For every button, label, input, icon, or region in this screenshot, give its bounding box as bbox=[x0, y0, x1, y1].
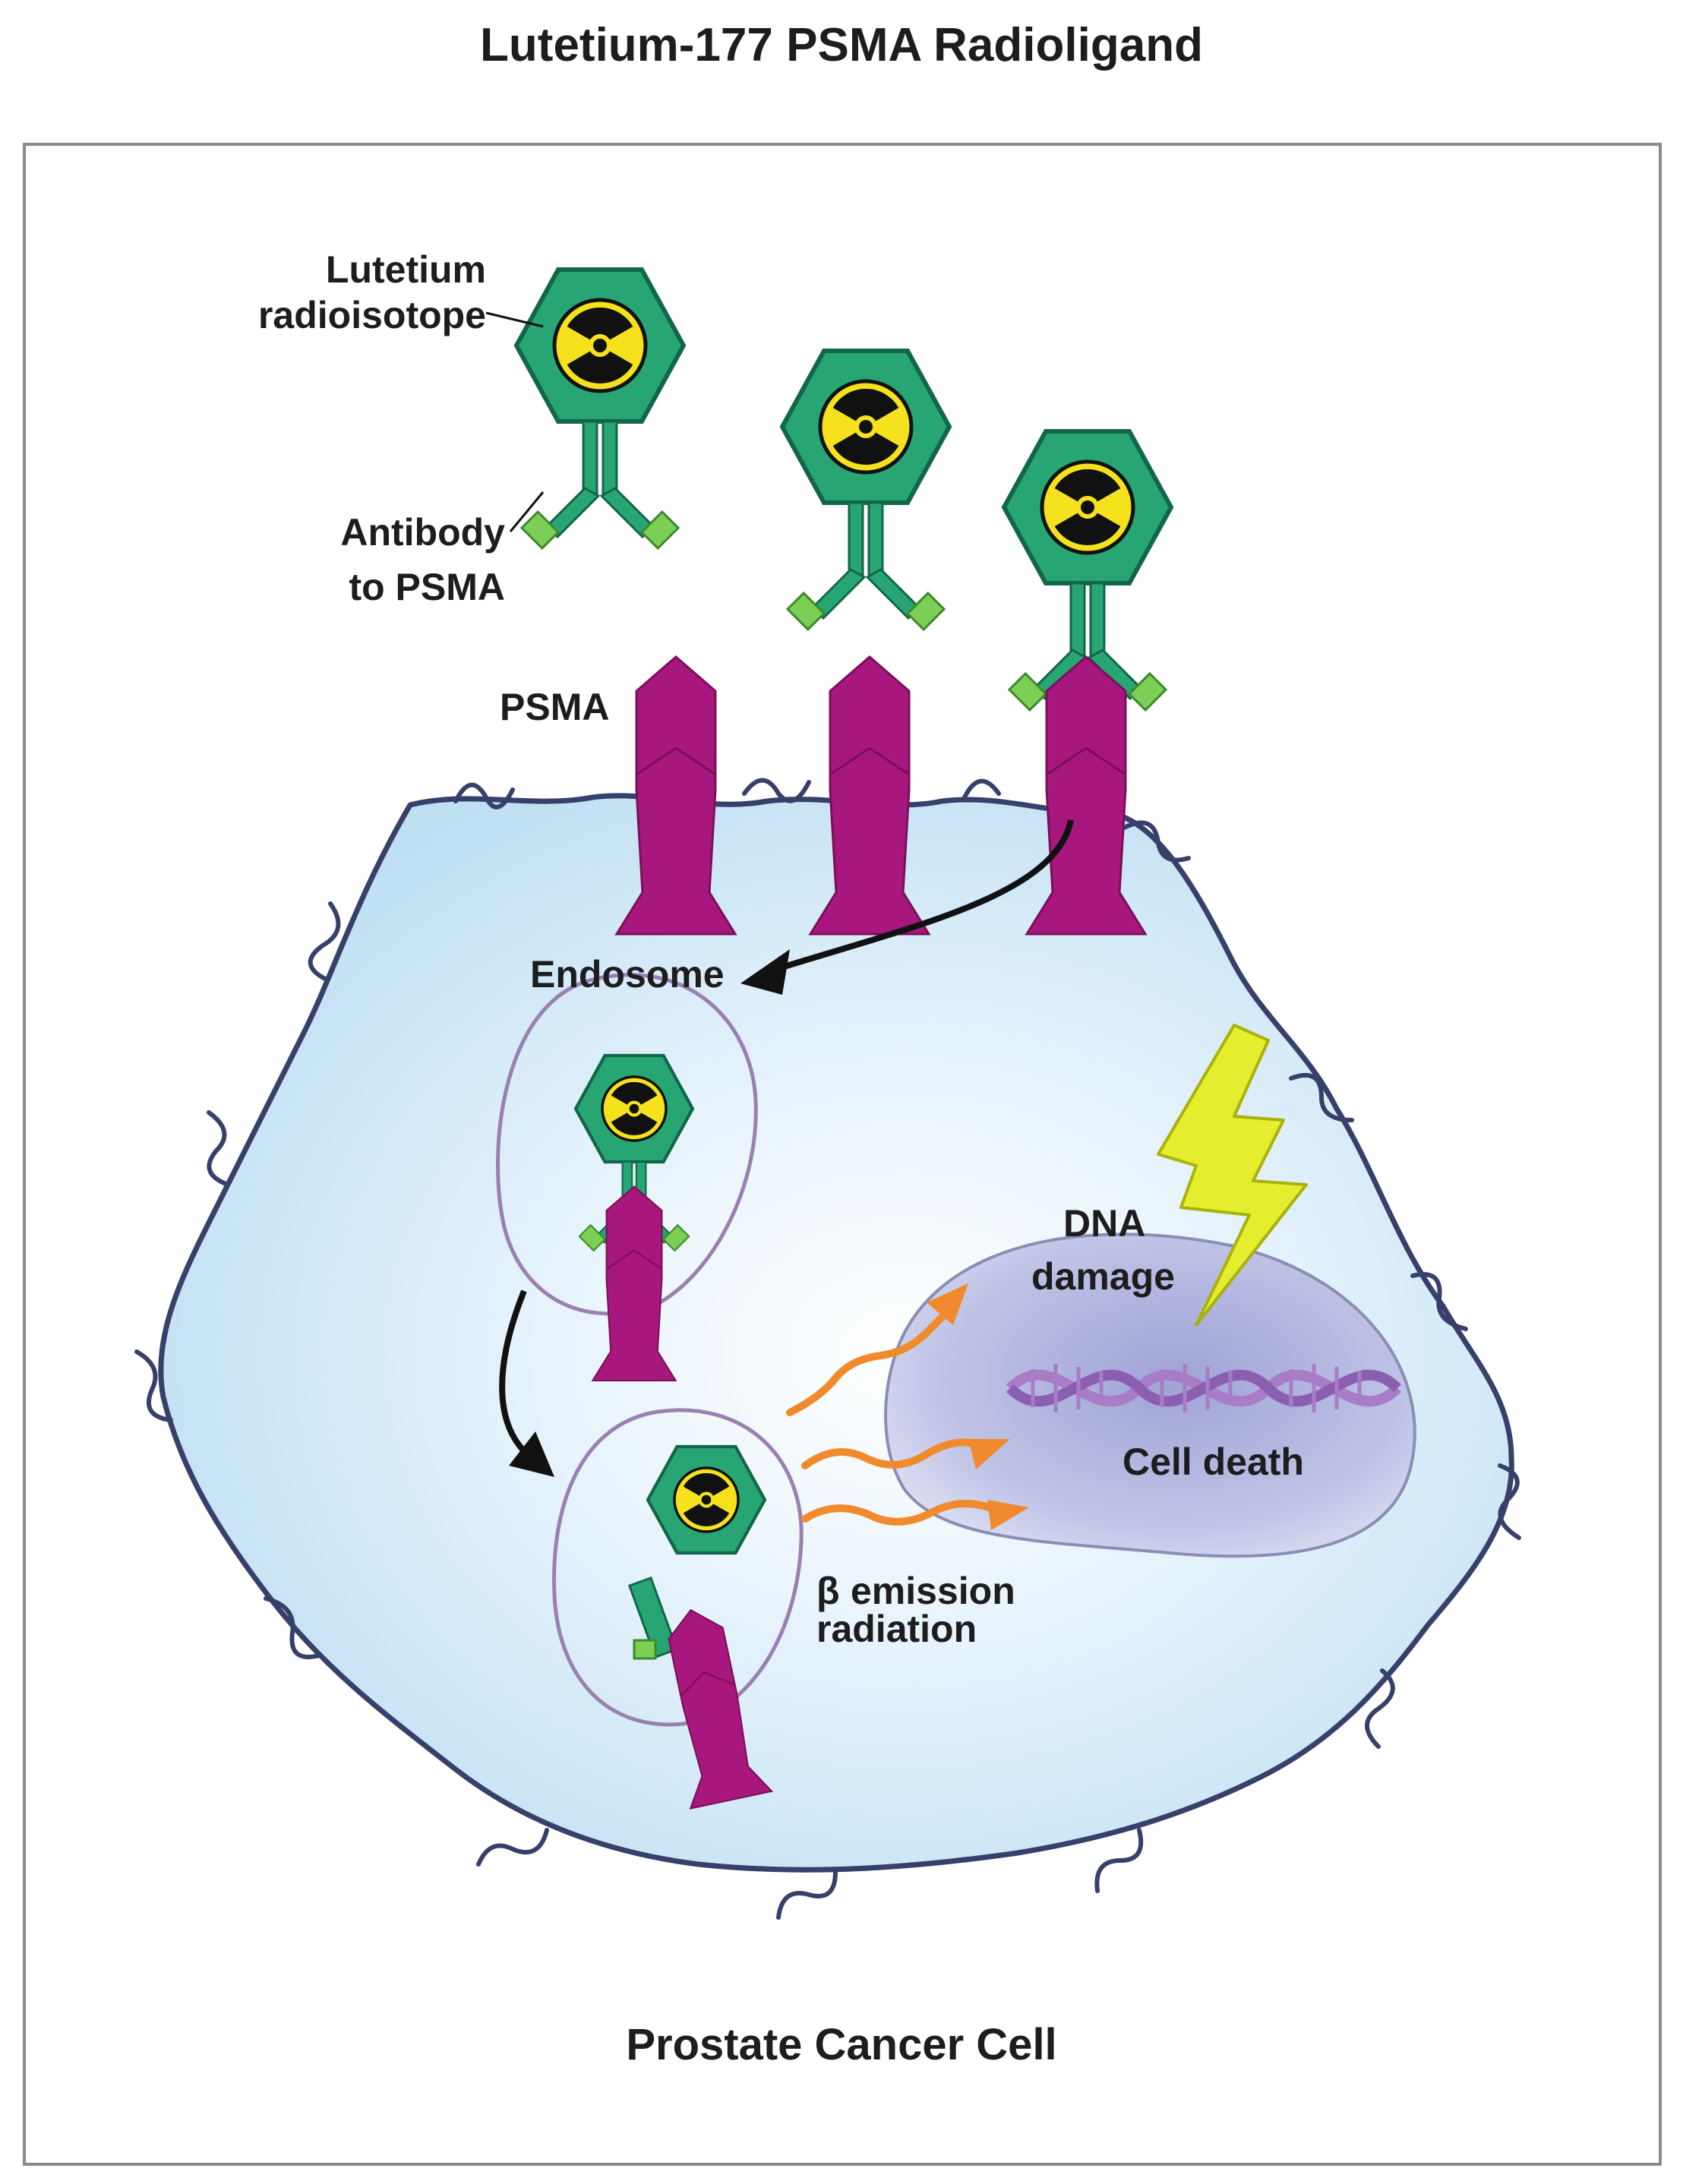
cell-caption: Prostate Cancer Cell bbox=[626, 2020, 1056, 2069]
radiation-trefoil-icon bbox=[782, 351, 949, 503]
membrane-ruffle bbox=[742, 778, 811, 803]
internalization-arrow bbox=[740, 819, 1074, 995]
membrane-ruffle bbox=[1365, 1668, 1395, 1749]
label-endosome: Endosome bbox=[530, 953, 725, 996]
membrane-ruffle bbox=[476, 1828, 549, 1867]
label-to-psma: to PSMA bbox=[349, 566, 505, 608]
radiation-trefoil-icon bbox=[516, 270, 684, 421]
membrane-ruffle bbox=[776, 1870, 838, 1920]
membrane-ruffle bbox=[1094, 1828, 1144, 1893]
antibody bbox=[786, 501, 946, 631]
membrane-ruffle bbox=[962, 778, 1001, 800]
membrane-ruffle bbox=[1498, 1463, 1521, 1540]
leader-line-antibody bbox=[509, 491, 545, 532]
label-beta-symbol: β bbox=[816, 1570, 840, 1612]
prostate-cancer-cell bbox=[158, 793, 1514, 1873]
membrane-ruffle bbox=[1122, 820, 1191, 863]
label-lutetium: Lutetium bbox=[326, 248, 486, 291]
beta-radiation-arrow bbox=[801, 1500, 1003, 1526]
endosome bbox=[552, 1408, 804, 1727]
label-radioisotope: radioisotope bbox=[258, 294, 486, 336]
membrane-ruffle bbox=[453, 782, 515, 810]
label-psma: PSMA bbox=[500, 686, 609, 728]
beta-radiation-arrowhead bbox=[927, 1283, 968, 1325]
radioligand-free-2 bbox=[782, 351, 949, 631]
leader-line-lutetium bbox=[485, 311, 544, 328]
label-radiation: radiation bbox=[816, 1608, 977, 1650]
radioligand-free-1 bbox=[516, 270, 684, 550]
label-damage: damage bbox=[1031, 1255, 1175, 1298]
beta-radiation-arrowhead bbox=[968, 1439, 1010, 1469]
label-cell-death: Cell death bbox=[1123, 1441, 1304, 1483]
lightning-bolt-icon bbox=[1157, 1024, 1308, 1327]
beta-radiation-arrow bbox=[801, 1438, 991, 1469]
membrane-ruffle bbox=[264, 1596, 321, 1659]
membrane-ruffle bbox=[1410, 1272, 1468, 1331]
radiation-trefoil-icon bbox=[1004, 431, 1171, 583]
label-antibody: Antibody bbox=[340, 511, 505, 554]
diagram-frame bbox=[23, 143, 1662, 2166]
beta-radiation-arrowhead bbox=[987, 1500, 1029, 1530]
membrane-ruffle bbox=[134, 1349, 173, 1422]
diagram-title: Lutetium-177 PSMA Radioligand bbox=[480, 19, 1203, 71]
label-dna: DNA bbox=[1063, 1202, 1145, 1245]
trafficking-arrow bbox=[499, 1289, 554, 1477]
beta-radiation-arrow bbox=[786, 1299, 961, 1416]
membrane-ruffle bbox=[207, 1110, 230, 1187]
dna-helix-icon bbox=[1006, 1364, 1401, 1412]
antibody bbox=[520, 420, 680, 550]
membrane-ruffle bbox=[1289, 1073, 1354, 1122]
membrane-ruffle bbox=[308, 901, 341, 982]
label-emission: emission bbox=[851, 1570, 1015, 1612]
